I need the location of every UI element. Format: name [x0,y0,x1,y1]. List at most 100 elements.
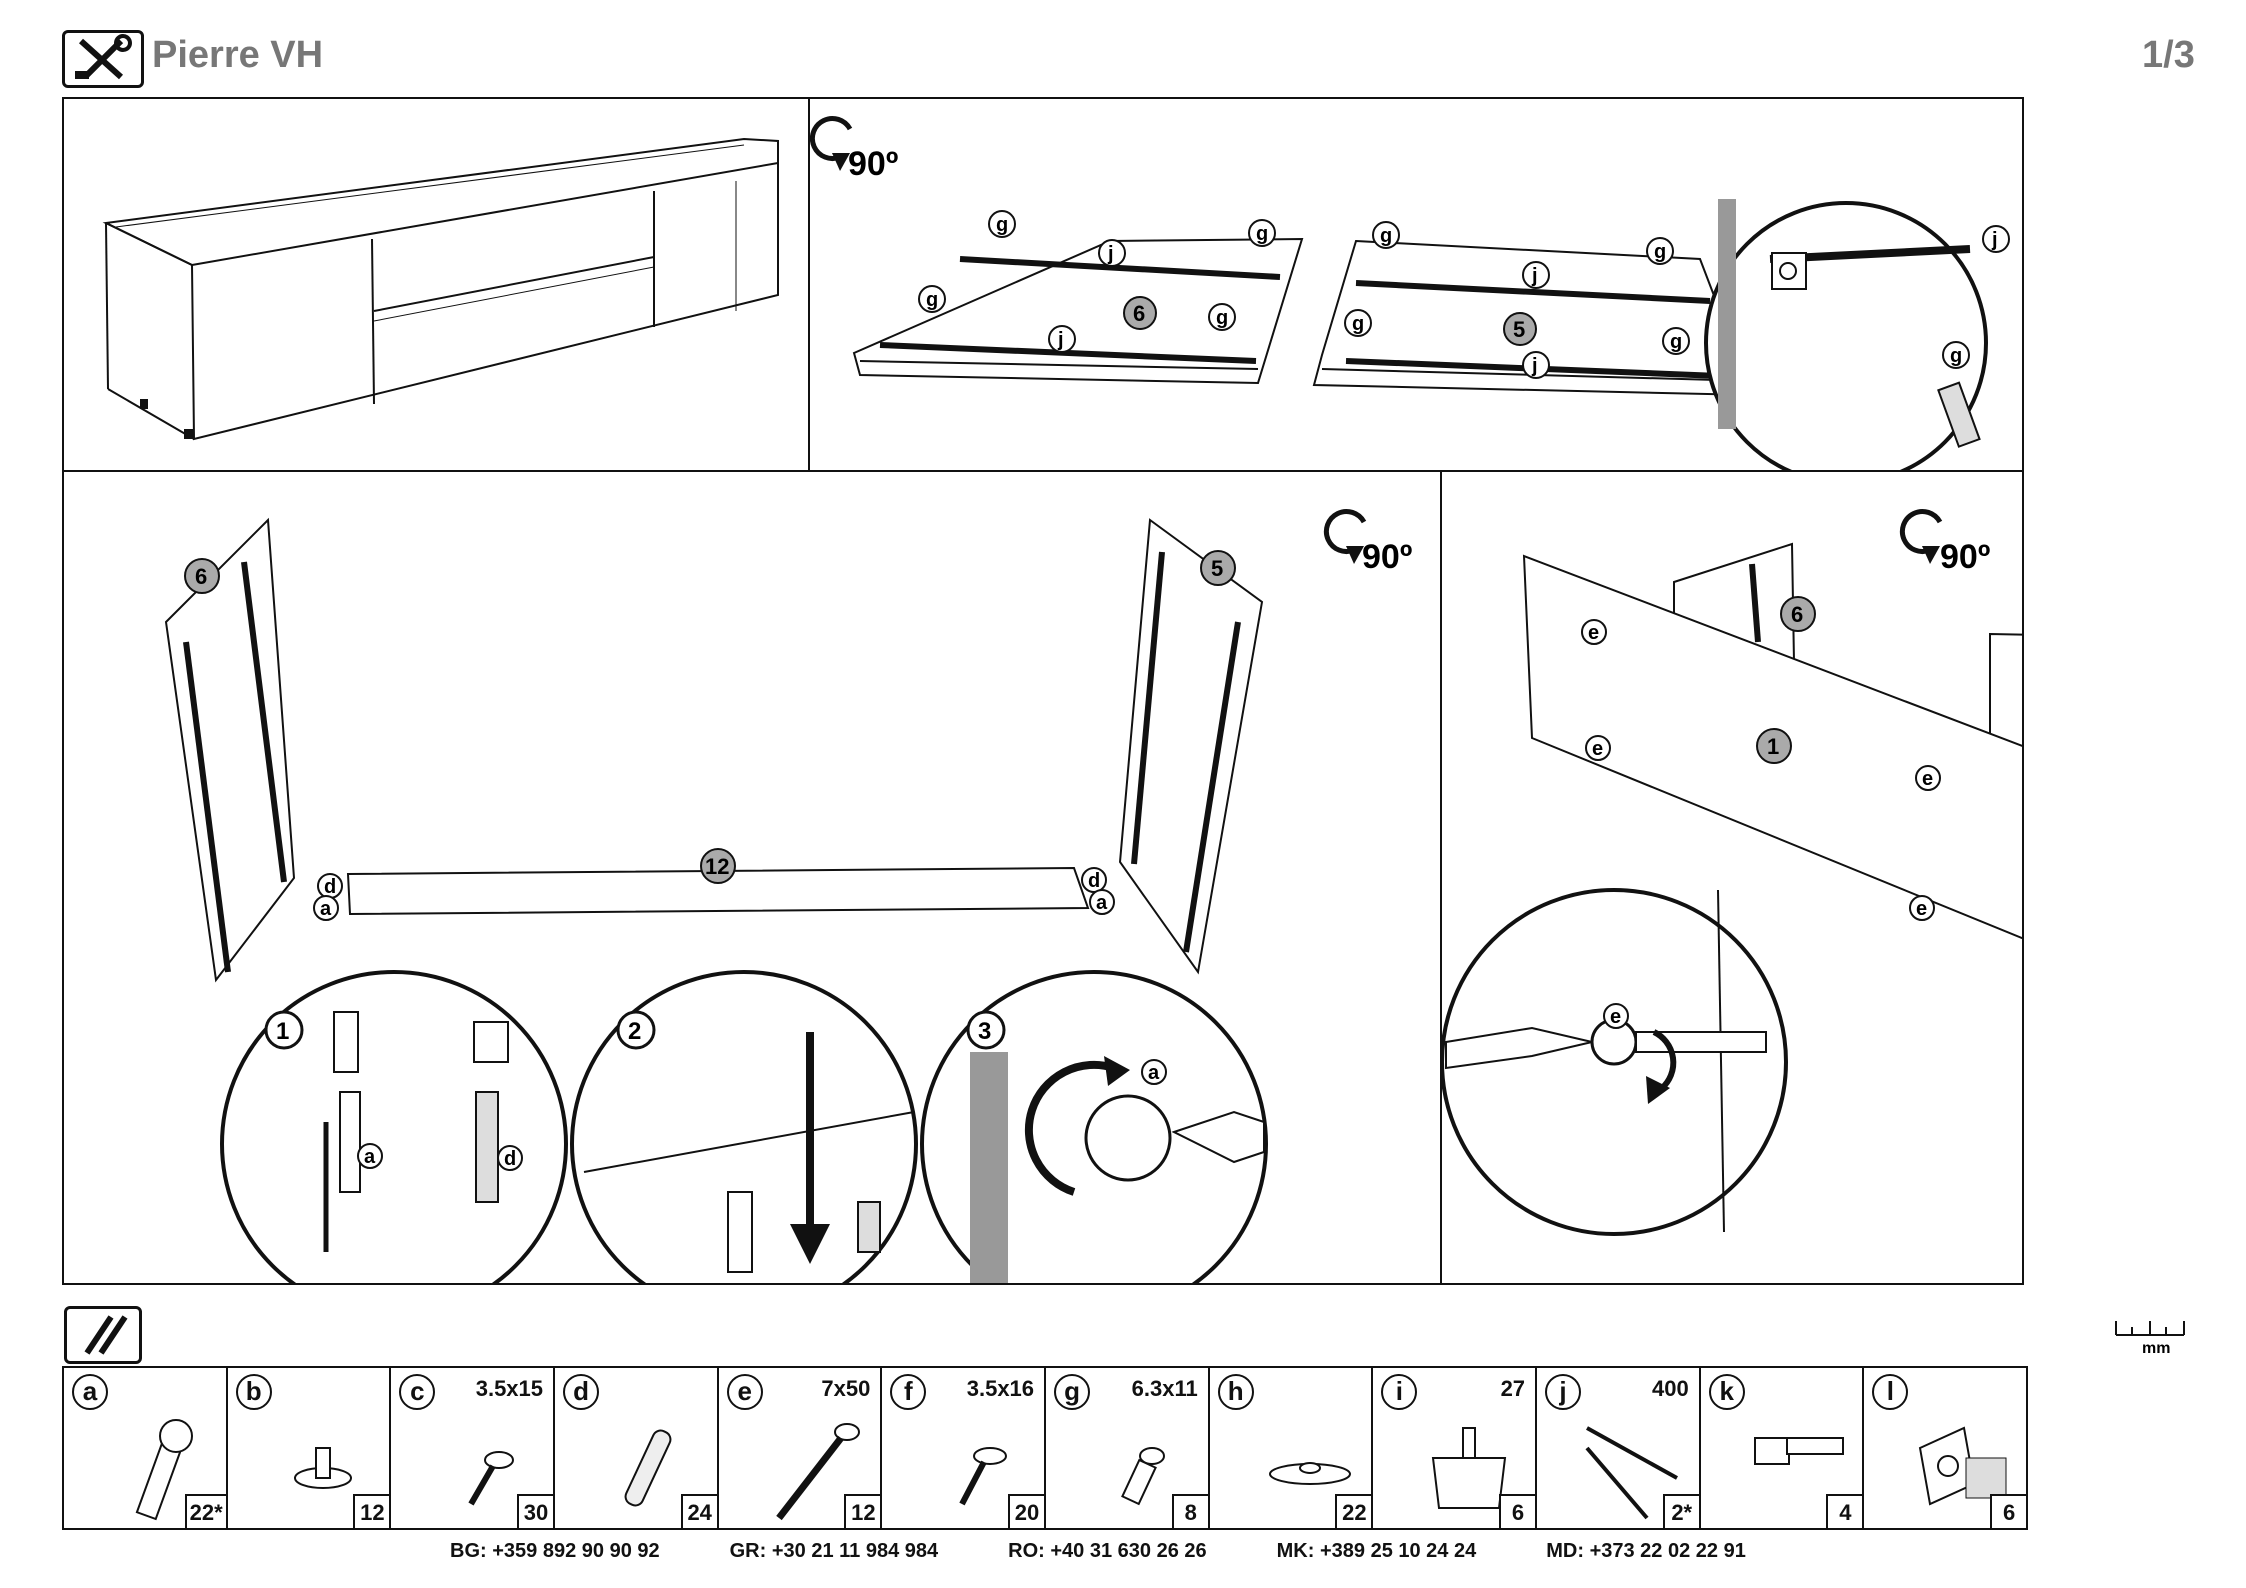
rail-icon [1585,1426,1679,1520]
svg-text:g: g [1670,331,1682,353]
part-letter: l [1872,1374,1909,1410]
part-quantity: 2* [1662,1494,1699,1528]
part-size: 7x50 [821,1376,871,1401]
part-quantity: 4 [1826,1494,1863,1528]
svg-text:g: g [996,214,1008,236]
cabinet-illustration [102,137,779,441]
part-size: 6.3x11 [1131,1376,1198,1401]
part-letter: j [1545,1374,1582,1410]
rotate-90-icon: 90º [810,116,898,183]
part-letter: h [1217,1374,1254,1410]
svg-text:5: 5 [1211,556,1223,581]
euro-screw-icon [1121,1447,1166,1506]
drawer-rails-illustration: 90º g g g g j j 6 g g g g j j 5 j g [810,116,2010,470]
back-panel-illustration: 90º 6 5 1 e e e e e [1442,509,2022,1236]
contact-gr: GR: +30 21 11 984 984 [729,1540,939,1562]
part-size: 3.5x16 [966,1376,1035,1401]
page-number: 1/3 [2142,34,2195,76]
part-i: i 27 6 [1373,1368,1538,1528]
part-size: 27 [1500,1376,1526,1401]
svg-text:g: g [1380,225,1392,247]
part-j: j 400 2* [1537,1368,1701,1528]
svg-text:g: g [1216,307,1228,329]
rotate-90-icon: 90º [1899,509,1990,576]
side-assembly-illustration: 90º 6 5 12 d a d a 1 a d 2 3 a [164,509,1412,1283]
glide-icon [1268,1462,1351,1485]
svg-text:g: g [926,289,938,311]
instructions-frame [62,97,2024,1285]
contact-md: MD: +373 22 02 22 91 [1546,1540,1746,1562]
svg-text:90º: 90º [848,145,898,183]
part-letter: b [235,1374,272,1410]
part-quantity: 22* [184,1494,226,1528]
parts-table: a 22* b 12 c 3.5x15 30 d 24 e 7x50 12 f … [62,1366,2028,1530]
svg-text:a: a [1148,1062,1160,1084]
part-f: f 3.5x16 20 [882,1368,1047,1528]
svg-text:j: j [1107,243,1114,265]
part-quantity: 30 [517,1494,554,1528]
svg-text:g: g [1950,345,1962,367]
svg-text:e: e [1916,898,1927,920]
svg-text:e: e [1592,738,1603,760]
part-d: d 24 [555,1368,719,1528]
page-title: Pierre VH [152,34,324,76]
svg-text:5: 5 [1513,317,1525,342]
svg-text:2: 2 [628,1018,641,1045]
contacts: BG: +359 892 90 90 92 GR: +30 21 11 984 … [450,1540,1850,1563]
part-quantity: 22 [1335,1494,1372,1528]
part-quantity: 20 [1008,1494,1045,1528]
part-quantity: 8 [1171,1494,1208,1528]
svg-text:a: a [320,898,332,920]
part-h: h 22 [1210,1368,1374,1528]
svg-text:j: j [1057,329,1064,351]
part-c: c 3.5x15 30 [391,1368,556,1528]
svg-text:3: 3 [978,1018,991,1045]
divider [1440,470,1442,1285]
svg-text:6: 6 [1133,301,1145,326]
svg-text:a: a [1096,892,1108,914]
parts-icon [64,1306,142,1364]
part-letter: d [563,1374,600,1410]
svg-text:j: j [1991,229,1998,251]
svg-text:e: e [1588,622,1599,644]
part-letter: k [1708,1374,1745,1410]
part-quantity: 24 [680,1494,717,1528]
svg-text:e: e [1922,768,1933,790]
part-size: 400 [1652,1376,1689,1401]
part-quantity: 6 [1499,1494,1536,1528]
bracket-icon [1919,1426,2007,1506]
ruler-icon: mm [2112,1315,2188,1357]
svg-text:g: g [1256,223,1268,245]
part-letter: f [890,1374,927,1410]
svg-text:j: j [1531,265,1538,287]
svg-text:d: d [1088,870,1100,892]
part-quantity: 12 [353,1494,390,1528]
dowel-icon [624,1429,672,1507]
divider [808,97,810,471]
part-l: l 6 [1864,1368,2027,1528]
hinge-icon [1753,1437,1844,1465]
divider [62,470,2024,472]
part-b: b 12 [228,1368,392,1528]
part-size: 3.5x15 [475,1376,544,1401]
contact-mk: MK: +389 25 10 24 24 [1276,1540,1477,1562]
svg-text:6: 6 [195,564,207,589]
svg-text:12: 12 [705,854,729,879]
plug-icon [293,1447,352,1489]
svg-text:6: 6 [1791,602,1803,627]
part-e: e 7x50 12 [719,1368,883,1528]
part-quantity: 6 [1990,1494,2027,1528]
svg-text:1: 1 [1767,734,1779,759]
long-screw-icon [775,1423,860,1521]
svg-text:j: j [1531,355,1538,377]
svg-text:90º: 90º [1362,538,1412,576]
svg-text:90º: 90º [1940,538,1990,576]
svg-text:g: g [1352,313,1364,335]
part-letter: e [726,1374,763,1410]
part-g: g 6.3x11 8 [1046,1368,1210,1528]
svg-text:d: d [324,876,336,898]
part-letter: g [1054,1374,1091,1410]
contact-bg: BG: +359 892 90 90 92 [450,1540,660,1562]
part-quantity: 12 [844,1494,881,1528]
tools-icon [62,30,144,88]
